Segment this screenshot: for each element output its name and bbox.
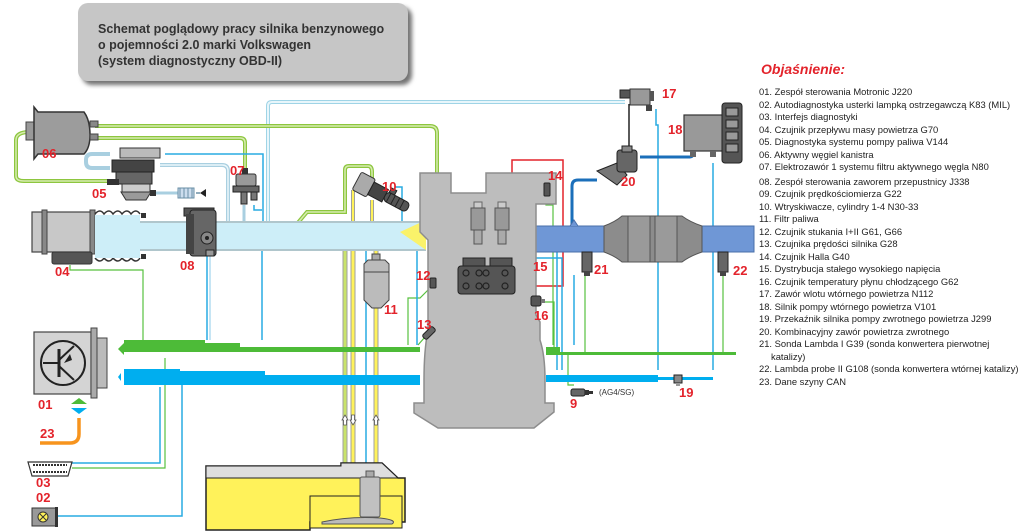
label-21: 21 — [594, 262, 609, 277]
title-line-2: o pojemności 2.0 marki Volkswagen — [98, 38, 312, 52]
pressure-spring-icon — [177, 187, 206, 199]
mass-air-flow-sensor — [31, 209, 146, 265]
legend-item: 09. Czujnik prędkościomierza G22 — [759, 188, 902, 199]
engine-speed-sensor — [422, 326, 436, 340]
label-18: 18 — [668, 122, 683, 137]
legend-item: 17. Zawór wlotu wtórnego powietrza N112 — [759, 288, 934, 299]
coolant-temp-sensor — [530, 295, 545, 307]
label-03: 03 — [36, 475, 51, 490]
fuel-pump-diagnostic-module — [107, 147, 161, 201]
mil-warning-lamp — [31, 507, 58, 527]
label-13: 13 — [417, 317, 432, 332]
label-05: 05 — [92, 186, 107, 201]
ecu-motronic — [33, 327, 108, 399]
catalytic-converter — [603, 215, 703, 263]
carbon-canister — [25, 104, 99, 162]
knock-sensor — [429, 277, 437, 289]
title-line-1: Schemat poglądowy pracy silnika benzynow… — [98, 22, 385, 36]
legend-item: 21. Sonda Lambda I G39 (sonda konwertera… — [759, 338, 990, 362]
legend-item: 22. Lambda probe II G108 (sonda konwerte… — [759, 363, 1019, 374]
legend-heading: Objaśnienie: — [761, 61, 846, 77]
fuel-injector — [352, 172, 410, 212]
label-22: 22 — [733, 263, 748, 278]
evap-solenoid-valve — [232, 168, 260, 205]
green-bus — [118, 340, 736, 355]
legend-item: 12. Czujnik stukania I+II G61, G66 — [759, 225, 903, 237]
label-04: 04 — [55, 264, 70, 279]
can-bus-connector-icon — [71, 398, 87, 414]
legend-item: 15. Dystrybucja stałego wysokiego napięc… — [759, 263, 941, 274]
speedometer-sensor — [570, 388, 593, 397]
fuel-tank — [205, 462, 406, 531]
throttle-body — [183, 207, 217, 257]
label-01: 01 — [38, 397, 53, 412]
legend-list: 01. Zespół sterowania Motronic J220 02. … — [759, 86, 1024, 388]
label-08: 08 — [180, 258, 195, 273]
label-17: 17 — [662, 86, 677, 101]
label-09: 9 — [570, 396, 578, 411]
legend-item: 18. Silnik pompy wtórnego powietrza V101 — [759, 300, 937, 312]
label-11: 11 — [384, 302, 398, 317]
spark-plug-2 — [494, 201, 510, 245]
ignition-module — [457, 257, 516, 295]
legend-item: 20. Kombinacyjny zawór powietrza zwrotne… — [759, 325, 950, 337]
legend-item: 11. Filtr paliwa — [759, 213, 819, 224]
label-10: 10 — [382, 179, 397, 194]
blue-bus — [118, 369, 713, 385]
label-20: 20 — [621, 174, 636, 189]
legend-item: 23. Dane szyny CAN — [759, 375, 847, 387]
legend-item: 01. Zespół sterowania Motronic J220 — [759, 86, 913, 97]
legend-item: 13. Czujnika prędości silnika G28 — [759, 238, 898, 249]
label-07: 07 — [230, 163, 245, 178]
diagram-title-box: Schemat poglądowy pracy silnika benzynow… — [78, 3, 408, 81]
legend-item: 07. Elektrozawór 1 systemu filtru aktywn… — [759, 161, 989, 172]
legend-item: 04. Czujnik przepływu masy powietrza G70 — [759, 123, 939, 135]
label-15: 15 — [533, 259, 548, 274]
intake-manifold — [96, 220, 426, 251]
legend-item: 16. Czujnik temperatury płynu chłodząceg… — [759, 275, 959, 287]
fuel-filter — [363, 253, 390, 309]
legend-item: 08. Zespół sterowania zaworem przepustni… — [759, 175, 970, 187]
secondary-air-inlet-valve — [619, 88, 654, 111]
label-02: 02 — [36, 490, 51, 505]
label-06: 06 — [42, 146, 57, 161]
label-16: 16 — [534, 308, 549, 323]
engine-block — [413, 172, 557, 429]
combination-valve — [595, 145, 638, 186]
label-14: 14 — [548, 168, 563, 183]
secondary-air-pump-relay — [673, 374, 683, 386]
fuel-flow-arrows — [341, 414, 380, 426]
lambda-probe-1 — [581, 251, 593, 276]
label-23: 23 — [40, 426, 55, 441]
label-12: 12 — [416, 268, 431, 283]
spark-plug-1 — [470, 201, 486, 245]
hall-sensor — [543, 182, 551, 197]
label-19: 19 — [679, 385, 694, 400]
legend-item: 10. Wtryskiwacze, cylindry 1-4 N30-33 — [759, 200, 919, 212]
legend-item: 05. Diagnostyka systemu pompy paliwa V14… — [759, 136, 949, 147]
lambda-probe-2 — [717, 251, 729, 276]
legend-item: 19. Przekaźnik silnika pompy zwrotnego p… — [759, 313, 992, 324]
legend-item: 03. Interfejs diagnostyki — [759, 111, 858, 122]
secondary-air-pump-motor — [683, 102, 743, 164]
legend-item: 02. Autodiagnostyka usterki lampką ostrz… — [759, 98, 1011, 110]
title-line-3: (system diagnostyczny OBD-II) — [98, 54, 283, 68]
obd-connector — [27, 461, 73, 477]
gearbox-annotation: (AG4/SG) — [599, 388, 635, 397]
legend-item: 06. Aktywny węgiel kanistra — [759, 148, 874, 160]
legend-item: 14. Czujnik Halla G40 — [759, 250, 850, 262]
